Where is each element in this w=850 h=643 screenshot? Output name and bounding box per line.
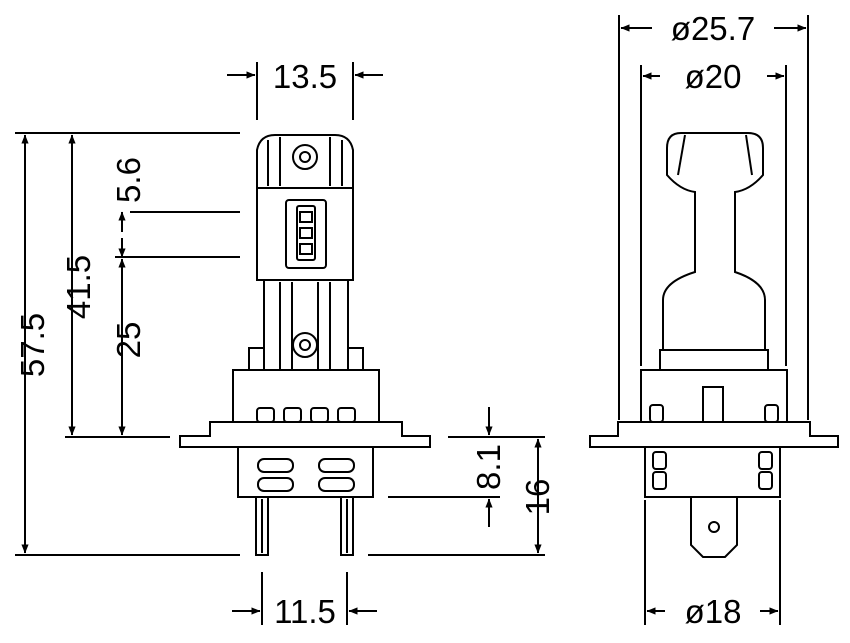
front-view: [179, 134, 431, 556]
dim-contact-depth: 16: [519, 479, 556, 516]
dim-inner-diameter: ø20: [685, 58, 742, 95]
dim-flange-to-contact: 8.1: [470, 444, 507, 490]
dim-total-height: 57.5: [14, 313, 51, 377]
dim-pin-spacing: 11.5: [274, 593, 336, 630]
dim-base-diameter: ø18: [685, 593, 742, 630]
dim-top-width: 13.5: [273, 58, 337, 95]
dim-height-to-flange: 41.5: [60, 255, 97, 319]
front-base: [232, 369, 380, 423]
dim-led-height: 5.6: [110, 157, 147, 203]
side-view: [589, 132, 839, 558]
dim-outer-diameter: ø25.7: [671, 10, 755, 47]
side-flange: [589, 421, 839, 448]
side-collar: [659, 349, 769, 371]
front-flange: [179, 421, 431, 448]
side-socket: [644, 446, 781, 498]
front-dimensions: [15, 62, 545, 625]
side-dimensions: [618, 15, 809, 625]
front-dimension-labels: 13.5 57.5 41.5 5.6 25 8.1 16 11.5: [14, 58, 556, 630]
side-dimension-labels: ø25.7 ø20 ø18: [671, 10, 755, 630]
dim-led-center: 25: [110, 322, 147, 359]
